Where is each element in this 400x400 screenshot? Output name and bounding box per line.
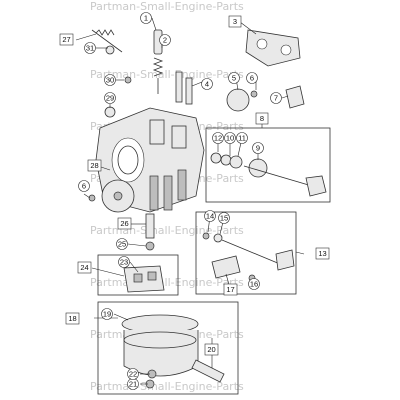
- callout-badge: [246, 72, 258, 84]
- callout-badge: [101, 308, 113, 320]
- callout-26: 26: [120, 219, 128, 228]
- idle-screw-part: [91, 29, 123, 55]
- callout-30: 30: [106, 76, 114, 85]
- callout-badge: [77, 261, 92, 274]
- callout-3: 3: [233, 17, 237, 26]
- choke-shaft-part: [202, 232, 295, 282]
- callout-badge: [118, 256, 130, 268]
- screw-6-part: [88, 194, 96, 202]
- callout-2: 2: [163, 36, 167, 45]
- callout-badges: [59, 12, 330, 390]
- callout-12: 12: [214, 134, 222, 143]
- callout-badge: [270, 92, 282, 104]
- callout-badge: [248, 278, 260, 290]
- callout-10: 10: [226, 134, 234, 143]
- callout-23: 23: [120, 258, 128, 267]
- callout-badge: [140, 12, 152, 24]
- callout-14: 14: [206, 212, 214, 221]
- watermark-text: Partman-Small-Engine-Parts: [90, 276, 244, 289]
- callout-27: 27: [62, 35, 70, 44]
- callout-badge: [127, 368, 139, 380]
- callout-badge: [252, 142, 264, 154]
- callout-11: 11: [238, 134, 246, 143]
- float-part: [123, 265, 165, 293]
- float-bowl-part: [121, 314, 225, 389]
- group-box-18: [97, 301, 239, 395]
- callout-numbers: 1 2 3 4 5 6 6 7 8 9 10 11 12 13 14 15 16…: [62, 14, 326, 389]
- watermark-text: Partman-Small-Engine-Parts: [90, 380, 244, 393]
- callout-badge: [228, 72, 240, 84]
- callout-20: 20: [207, 345, 215, 354]
- gasket-part: [245, 29, 301, 67]
- callout-badge: [84, 42, 96, 54]
- callout-18: 18: [68, 314, 76, 323]
- washer-part: [124, 76, 132, 84]
- choke-plate-part: [226, 85, 305, 112]
- callout-28: 28: [90, 161, 98, 170]
- callout-badge: [315, 247, 330, 260]
- callout-badge: [65, 312, 80, 325]
- side-plate-part: [101, 179, 135, 213]
- callout-6: 6: [82, 182, 86, 191]
- callout-badge: [116, 238, 128, 250]
- throttle-shaft-part: [210, 152, 327, 197]
- main-jet-part: [145, 213, 155, 251]
- callout-13: 13: [318, 249, 326, 258]
- callout-badge: [224, 132, 236, 144]
- callout-badge: [104, 92, 116, 104]
- callout-31: 31: [86, 44, 94, 53]
- callout-19: 19: [103, 310, 111, 319]
- callout-badge: [218, 212, 230, 224]
- callout-15: 15: [220, 214, 228, 223]
- callout-badge: [159, 34, 171, 46]
- callout-22: 22: [129, 370, 137, 379]
- group-box-8: [205, 127, 331, 203]
- callout-badge: [59, 33, 74, 46]
- callout-badge: [87, 159, 102, 172]
- callout-9: 9: [256, 144, 260, 153]
- watermark-text: Partman-Small-Engine-Parts: [90, 0, 244, 13]
- callout-16: 16: [250, 280, 258, 289]
- callout-6: 6: [250, 74, 254, 83]
- group-box-24: [97, 254, 179, 296]
- callout-badge: [255, 112, 269, 125]
- callout-21: 21: [129, 380, 137, 389]
- callout-4: 4: [205, 80, 209, 89]
- callout-badge: [204, 343, 219, 356]
- callout-badge: [117, 217, 132, 230]
- callout-badge: [201, 78, 213, 90]
- callout-badge: [228, 15, 242, 28]
- seal-part: [104, 106, 116, 118]
- group-box-13: [195, 211, 297, 295]
- callout-8: 8: [260, 114, 264, 123]
- callout-5: 5: [232, 74, 236, 83]
- callout-1: 1: [144, 14, 148, 23]
- callout-badge: [204, 210, 216, 222]
- callout-badge: [78, 180, 90, 192]
- callout-badge: [223, 283, 238, 296]
- callout-badge: [236, 132, 248, 144]
- callout-17: 17: [226, 285, 234, 294]
- callout-25: 25: [118, 240, 126, 249]
- callout-24: 24: [80, 263, 88, 272]
- callout-29: 29: [106, 94, 114, 103]
- callout-7: 7: [274, 94, 278, 103]
- callout-badge: [104, 74, 116, 86]
- callout-badge: [212, 132, 224, 144]
- jet-pins-part: [175, 71, 193, 105]
